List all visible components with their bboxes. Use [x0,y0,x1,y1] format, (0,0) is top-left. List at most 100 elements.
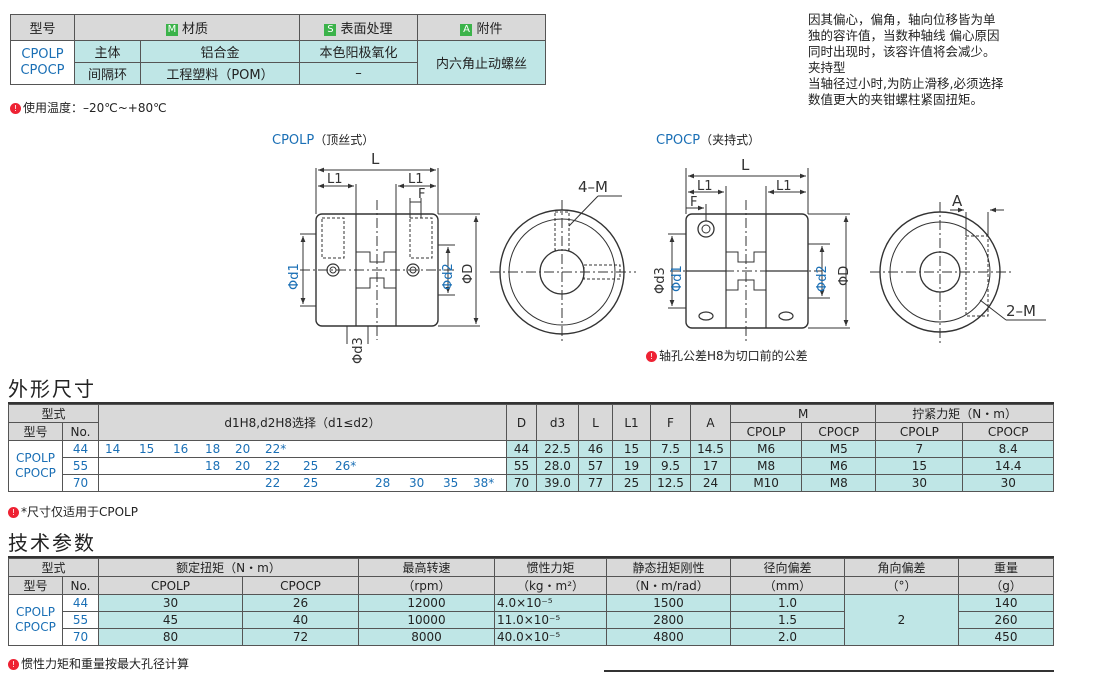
cell-t-cpocp: 14.4 [962,457,1054,475]
cpolp-front-view [490,195,636,344]
cell-m-cpocp: M8 [801,474,877,492]
temperature-note-text: 使用温度：–20℃~+80℃ [23,101,167,115]
dims-table: 型式 d1H8,d2H8选择（d1≤d2） D d3 L L1 F A M 拧紧… [8,404,1054,492]
dims-note: !*尺寸仅适用于CPOLP [8,503,138,520]
table-row: 55 45 40 10000 11.0×10⁻⁵ 2800 1.5 260 [9,611,1054,629]
dims-header-type: 型式 [8,404,99,423]
label-d3: Φd3 [653,267,668,294]
label-d1: Φd1 [287,263,302,290]
cell-angular: 2 [844,594,959,646]
bore-value: 25 [303,458,319,473]
bore-tolerance-note: !轴孔公差H8为切口前的公差 [646,347,808,364]
material-badge: M [165,23,178,36]
dims-heading: 外形尺寸 [8,377,96,401]
cell-weight: 450 [958,628,1054,646]
dims-header-m-cpolp: CPOLP [729,422,803,441]
cell-L1: 25 [612,474,651,492]
cell-t-cpocp: 30 [962,474,1054,492]
accessory-cell: 内六角止动螺丝 [417,40,546,85]
drawing-title-model: CPOCP [656,133,701,148]
material-header-label: 材质 [181,22,208,37]
label-A: A [952,192,963,210]
bore-cell: 22 25 28 30 35 38* [98,474,507,492]
cell-A: 24 [690,474,731,492]
table-row: CPOLP CPOCP 44 14 15 16 18 20 22* 44 22.… [8,440,1054,492]
tech-note-text: 惯性力矩和重量按最大孔径计算 [21,657,190,671]
side-note-line: 夹持型 [808,60,846,75]
material-header-model: 型号 [10,14,75,41]
bore-value: 26* [335,458,357,473]
bore-value: 16 [173,441,189,456]
dims-header-d3: d3 [536,404,579,441]
cell-F: 9.5 [650,457,691,475]
bore-value: 22* [265,441,287,456]
drawing-title-sub: （夹持式） [700,133,761,147]
dims-header-no: No. [62,422,99,441]
temperature-note: !使用温度：–20℃~+80℃ [10,99,167,116]
tech-header-speed-unit: （rpm） [358,576,495,595]
model-name: CPOCP [15,620,56,634]
tech-header-inertia: 惯性力矩 [494,558,607,577]
material-cell: 工程塑料（POM） [140,62,300,85]
label-L: L [741,156,750,174]
cell-L: 46 [578,440,613,458]
table-row: CPOLP CPOCP 44 30 26 12000 4.0×10⁻⁵ 1500… [8,594,1054,646]
label-F: F [418,187,425,202]
cell-t-cpocp: 40 [242,611,359,629]
cell-radial: 2.0 [730,628,845,646]
tech-header-speed: 最高转速 [358,558,495,577]
cell-m-cpolp: M8 [729,457,803,475]
no-cell: 55 [62,611,99,629]
tech-header-radial: 径向偏差 [730,558,845,577]
material-model-cell: CPOLP CPOCP [10,40,75,85]
side-notes: 因其偏心，偏角，轴向位移皆为单 独的容许值，当数种轴线 偏心原因 同时出现时，该… [808,12,1003,108]
bore-value: 22 [265,475,281,490]
dims-header-torque: 拧紧力矩（N・m） [875,404,1054,423]
bore-value: 18 [205,458,221,473]
label-L1: L1 [327,172,343,187]
cpolp-side-view [300,167,480,344]
cell-t-cpolp: 30 [875,474,964,492]
cpocp-front-view [870,202,1046,344]
table-row: 70 22 25 28 30 35 38* 70 39.0 77 25 12.5… [9,474,1054,492]
tech-header-no: No. [62,576,99,595]
drawing-title-cpocp: CPOCP（夹持式） [656,131,760,148]
dims-header-model: 型号 [8,422,63,441]
cell-speed: 10000 [358,611,495,629]
cell-A: 14.5 [690,440,731,458]
cell-t-cpolp: 7 [875,440,964,458]
drawing-title-cpolp: CPOLP（顶丝式） [272,131,374,148]
cell-F: 7.5 [650,440,691,458]
tech-header-t-cpocp: CPOCP [242,576,359,595]
bore-value: 20 [235,441,251,456]
bore-value: 14 [105,441,121,456]
part-cell: 主体 [74,40,141,63]
bore-value: 22 [265,458,281,473]
bore-value: 20 [235,458,251,473]
cell-m-cpolp: M6 [729,440,803,458]
cell-t-cpolp: 80 [98,628,243,646]
side-note-line: 当轴径过小时,为防止滑移,必须选择 [808,76,1004,91]
label-D: ΦD [461,264,476,284]
cell-D: 44 [506,440,537,458]
drawing-title-model: CPOLP [272,133,315,148]
tech-header-t-cpolp: CPOLP [98,576,243,595]
surface-cell: 本色阳极氧化 [299,40,418,63]
warning-icon: ! [646,351,657,362]
cell-inertia: 11.0×10⁻⁵ [494,611,607,629]
cell-radial: 1.0 [730,594,845,612]
bore-cell: 18 20 22 25 26* [98,457,507,475]
cell-m-cpocp: M6 [801,457,877,475]
bore-tolerance-text: 轴孔公差H8为切口前的公差 [659,349,808,363]
cell-m-cpolp: M10 [729,474,803,492]
dims-model-cell: CPOLP CPOCP [8,440,63,492]
cell-speed: 8000 [358,628,495,646]
bore-value: 18 [205,441,221,456]
cell-t-cpolp: 15 [875,457,964,475]
tech-header-angular-unit: （°） [844,576,959,595]
dims-header-D: D [506,404,537,441]
tech-header-radial-unit: （mm） [730,576,845,595]
warning-icon: ! [8,507,19,518]
cell-D: 55 [506,457,537,475]
